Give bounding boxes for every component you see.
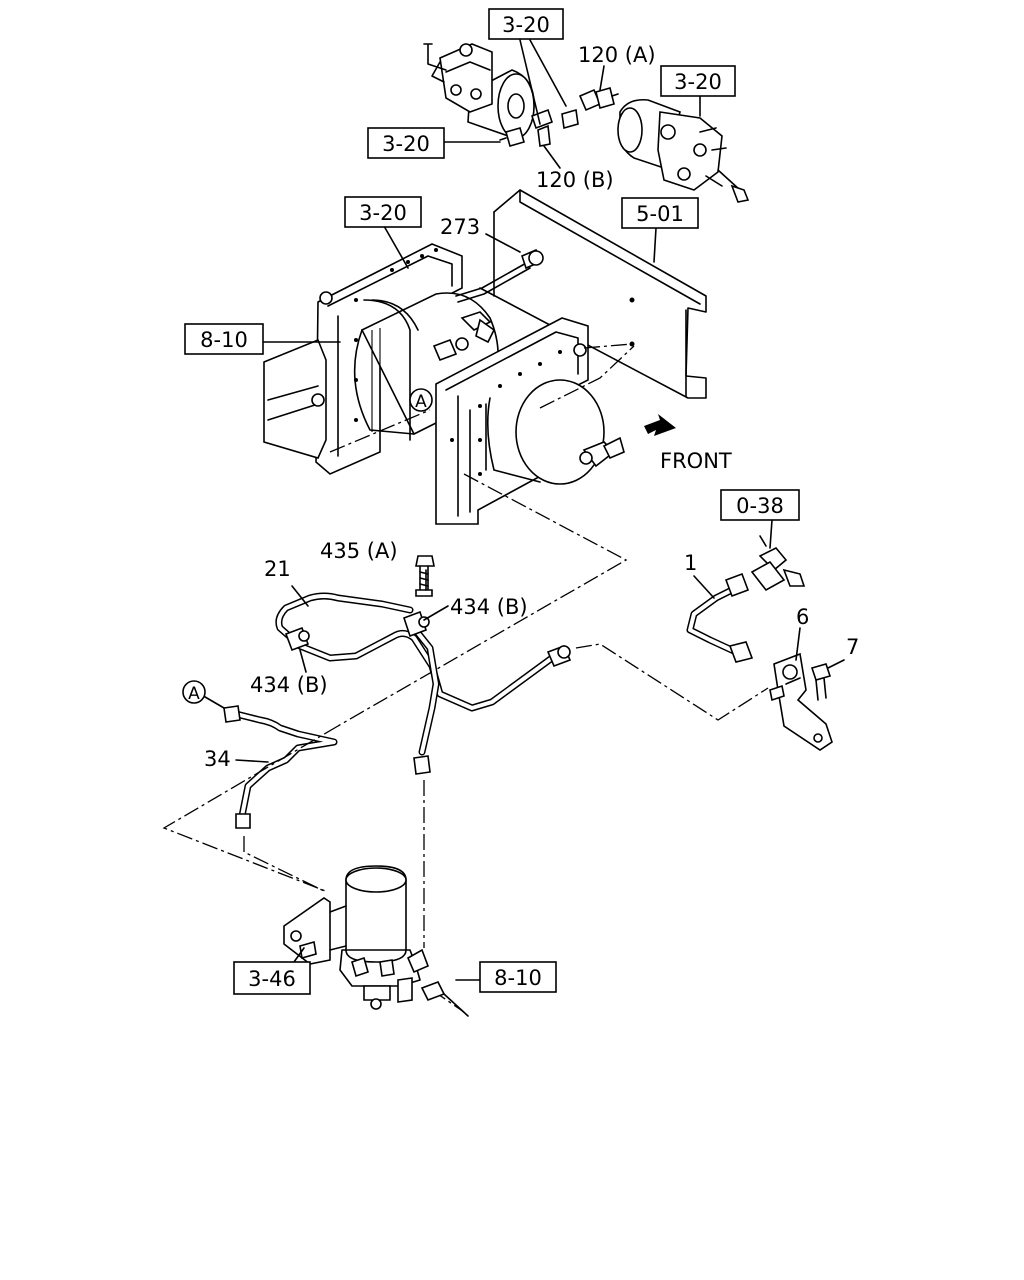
- air-pipes-21: [275, 592, 572, 775]
- air-tank-assembly: [263, 243, 635, 525]
- air-pipe-34: [223, 705, 338, 829]
- label-120b: 120 (B): [536, 168, 614, 192]
- label-21: 21: [264, 557, 291, 581]
- circle-a-pipe: A: [182, 680, 206, 704]
- bolt-435a: [415, 555, 435, 597]
- ref-3-20-left: 3-20: [382, 132, 430, 156]
- circle-a-tank-text: A: [415, 392, 427, 412]
- upper-left-valve-assembly: [423, 43, 579, 147]
- ref-box-8-10-bottom[interactable]: 8-10: [479, 961, 557, 993]
- label-front: FRONT: [660, 449, 732, 473]
- circle-a-pipe-text: A: [188, 684, 200, 704]
- mounting-bracket-6: [769, 652, 833, 751]
- label-120a: 120 (A): [578, 43, 656, 67]
- label-7: 7: [846, 635, 859, 659]
- ref-box-5-01[interactable]: 5-01: [621, 197, 699, 229]
- ref-3-20-top: 3-20: [502, 13, 550, 37]
- back-bracket-holes: [354, 248, 438, 422]
- ref-5-01: 5-01: [636, 202, 684, 226]
- label-34: 34: [204, 747, 231, 771]
- bolt-7: [810, 663, 832, 701]
- ref-box-3-46[interactable]: 3-46: [233, 961, 311, 995]
- ref-box-0-38[interactable]: 0-38: [720, 489, 800, 521]
- circle-a-tank: A: [409, 388, 433, 412]
- ref-box-3-20-top[interactable]: 3-20: [488, 8, 564, 40]
- ref-box-3-20-tank[interactable]: 3-20: [344, 196, 422, 228]
- ref-box-3-20-left[interactable]: 3-20: [367, 127, 445, 159]
- upper-right-valve-assembly: [578, 87, 750, 203]
- flex-hose-1: [686, 572, 754, 663]
- ref-box-8-10-tank[interactable]: 8-10: [184, 323, 264, 355]
- ref-3-20-tank: 3-20: [359, 201, 407, 225]
- ref-8-10-tank: 8-10: [200, 328, 248, 352]
- air-dryer: [283, 865, 430, 1010]
- label-435a: 435 (A): [320, 539, 398, 563]
- label-6: 6: [796, 605, 809, 629]
- ref-0-38: 0-38: [736, 494, 784, 518]
- label-273: 273: [440, 215, 480, 239]
- ref-8-10-bottom: 8-10: [494, 966, 542, 990]
- connector-plug: [420, 979, 481, 1017]
- elbow-fitting: [750, 535, 806, 592]
- ref-3-20-right: 3-20: [674, 70, 722, 94]
- ref-box-3-20-right[interactable]: 3-20: [660, 65, 736, 97]
- front-bracket-holes: [450, 350, 562, 476]
- front-direction-arrow: [644, 414, 676, 436]
- label-434b-left: 434 (B): [250, 673, 328, 697]
- label-434b-right: 434 (B): [450, 595, 528, 619]
- label-1: 1: [684, 551, 697, 575]
- ref-3-46: 3-46: [248, 967, 296, 991]
